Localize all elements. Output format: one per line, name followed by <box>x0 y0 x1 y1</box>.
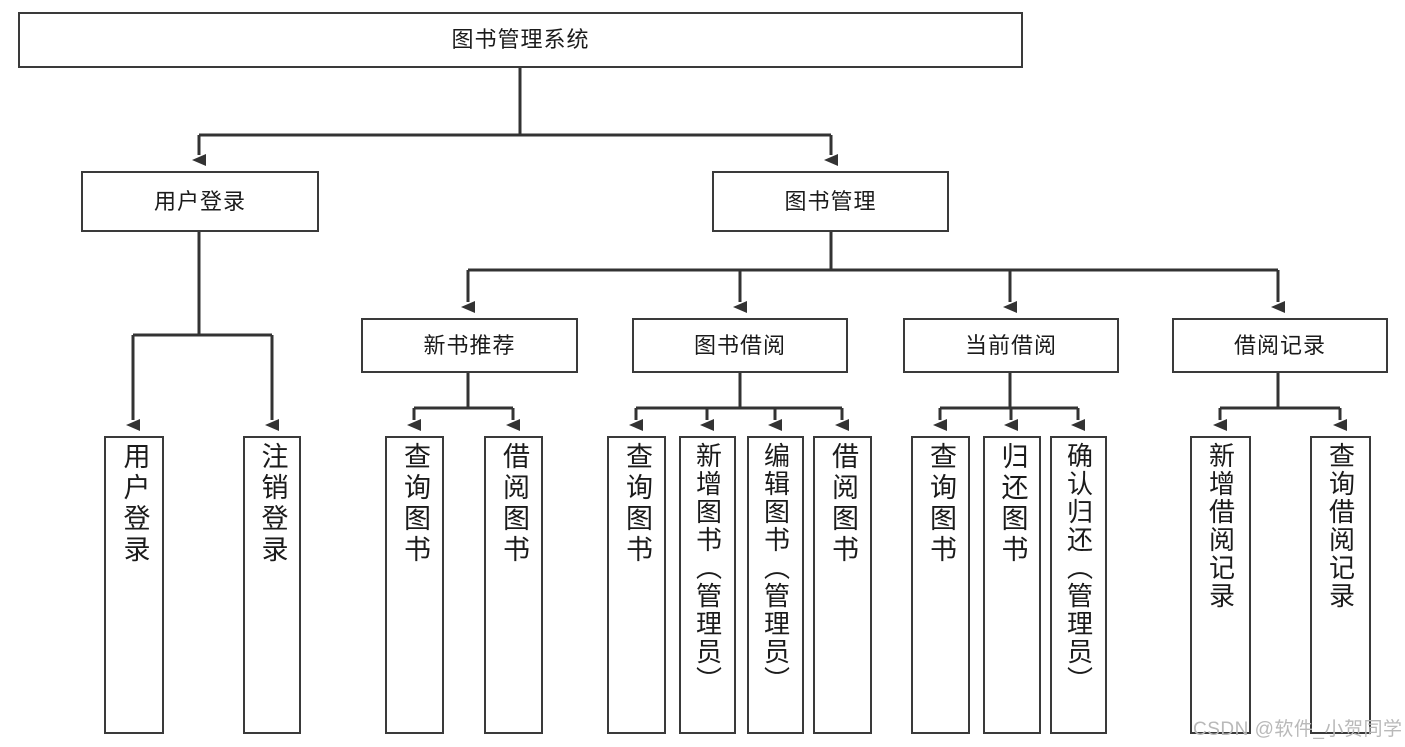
node-leaf-user-login[interactable]: 用户登录 <box>104 436 164 734</box>
node-current-borrow[interactable]: 当前借阅 <box>903 318 1119 373</box>
node-book-manage-label: 图书管理 <box>784 188 877 214</box>
node-book-borrow[interactable]: 图书借阅 <box>632 318 848 373</box>
node-leaf-borrow-book[interactable]: 借阅图书 <box>813 436 872 734</box>
node-leaf-confirm-return-label: 确认归还（管理员） <box>1063 442 1094 694</box>
node-leaf-add-record[interactable]: 新增借阅记录 <box>1190 436 1251 734</box>
node-leaf-add-book-label: 新增图书（管理员） <box>692 442 723 694</box>
node-leaf-confirm-return[interactable]: 确认归还（管理员） <box>1050 436 1107 734</box>
node-user-login-label: 用户登录 <box>153 188 246 214</box>
node-borrow-record-label: 借阅记录 <box>1233 332 1326 358</box>
node-leaf-edit-book-label: 编辑图书（管理员） <box>760 442 791 694</box>
node-leaf-query-book-cur-label: 查询图书 <box>926 442 956 566</box>
node-leaf-user-logout[interactable]: 注销登录 <box>243 436 301 734</box>
node-leaf-add-book[interactable]: 新增图书（管理员） <box>679 436 736 734</box>
node-new-book-rec[interactable]: 新书推荐 <box>361 318 578 373</box>
node-leaf-user-logout-label: 注销登录 <box>257 442 288 566</box>
node-current-borrow-label: 当前借阅 <box>964 332 1057 358</box>
node-root-label: 图书管理系统 <box>451 27 590 53</box>
node-root[interactable]: 图书管理系统 <box>18 12 1023 68</box>
node-leaf-query-book-borrow[interactable]: 查询图书 <box>607 436 666 734</box>
node-book-manage[interactable]: 图书管理 <box>712 171 949 232</box>
node-borrow-record[interactable]: 借阅记录 <box>1172 318 1388 373</box>
node-new-book-rec-label: 新书推荐 <box>423 332 516 358</box>
csdn-watermark: CSDN @软件_小贺同学 <box>1193 719 1403 740</box>
node-leaf-query-book-rec-label: 查询图书 <box>400 442 430 566</box>
node-leaf-query-record-label: 查询借阅记录 <box>1325 442 1356 610</box>
node-leaf-return-book-label: 归还图书 <box>997 442 1028 566</box>
node-leaf-query-book-borrow-label: 查询图书 <box>622 442 652 566</box>
node-book-borrow-label: 图书借阅 <box>693 332 786 358</box>
node-leaf-borrow-book-rec-label: 借阅图书 <box>499 442 529 566</box>
node-leaf-query-book-cur[interactable]: 查询图书 <box>911 436 970 734</box>
node-leaf-user-login-label: 用户登录 <box>119 442 150 566</box>
node-leaf-query-record[interactable]: 查询借阅记录 <box>1310 436 1371 734</box>
node-leaf-add-record-label: 新增借阅记录 <box>1205 442 1236 610</box>
node-leaf-borrow-book-rec[interactable]: 借阅图书 <box>484 436 543 734</box>
node-leaf-borrow-book-label: 借阅图书 <box>828 442 858 566</box>
node-leaf-query-book-rec[interactable]: 查询图书 <box>385 436 444 734</box>
node-user-login[interactable]: 用户登录 <box>81 171 319 232</box>
node-leaf-edit-book[interactable]: 编辑图书（管理员） <box>747 436 804 734</box>
node-leaf-return-book[interactable]: 归还图书 <box>983 436 1041 734</box>
